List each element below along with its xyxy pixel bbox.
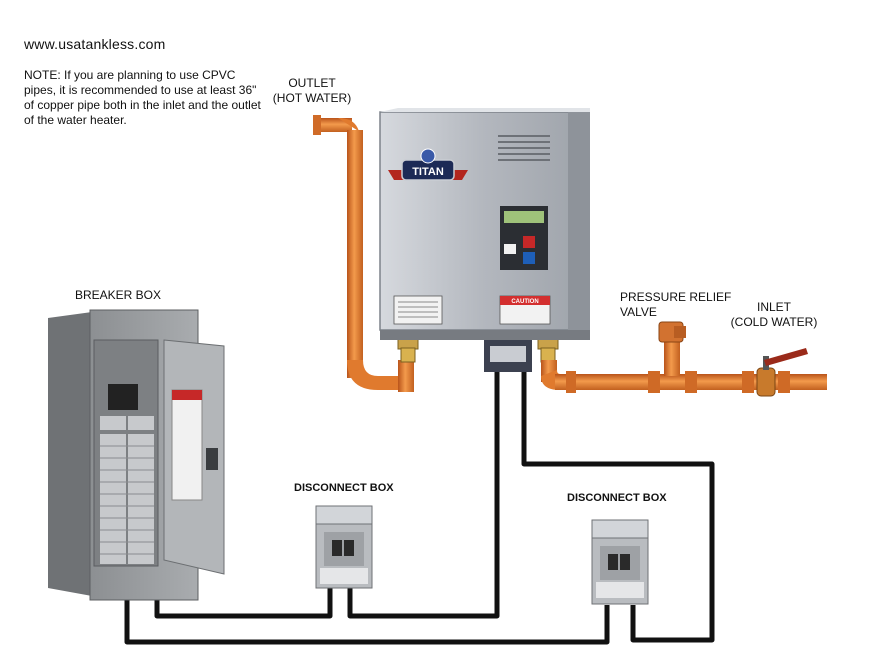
pressure-relief-label-line1: PRESSURE RELIEF: [620, 290, 732, 304]
inlet-label-line1: INLET: [756, 300, 791, 314]
outlet-label-line2: (HOT WATER): [272, 91, 352, 105]
caution-sticker: CAUTION: [511, 299, 538, 305]
inlet-pipe: [537, 334, 827, 393]
cpvc-note: NOTE: If you are planning to use CPVC pi…: [24, 68, 261, 127]
heater-brand-logo: TITAN: [412, 166, 444, 178]
outlet-pipe: [313, 115, 419, 392]
inlet-label-line2: (COLD WATER): [730, 315, 818, 329]
outlet-label-line1: OUTLET: [288, 76, 336, 90]
breaker-box: [48, 309, 225, 601]
disconnect-box-2-label: DISCONNECT BOX: [567, 492, 667, 504]
pressure-relief-label: PRESSURE RELIEF VALVE: [620, 290, 731, 320]
inlet-shutoff-valve: [756, 348, 808, 397]
pressure-relief-valve: [658, 321, 686, 376]
tankless-water-heater: [379, 108, 590, 372]
disconnect-box-2: [591, 519, 649, 605]
breaker-box-label: BREAKER BOX: [74, 288, 162, 302]
website-url: www.usatankless.com: [24, 36, 166, 52]
disconnect-box-1-label: DISCONNECT BOX: [294, 482, 394, 494]
inlet-label: INLET (COLD WATER): [726, 300, 822, 330]
pressure-relief-label-line2: VALVE: [620, 305, 657, 319]
electrical-wires: [124, 370, 715, 645]
outlet-label: OUTLET (HOT WATER): [262, 76, 362, 106]
disconnect-box-1: [315, 505, 373, 589]
